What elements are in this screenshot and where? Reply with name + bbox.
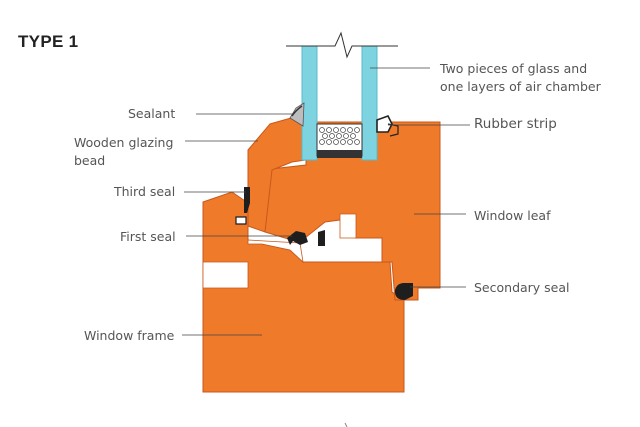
label-first-seal: First seal — [120, 229, 176, 244]
glazing-bead-shape — [247, 115, 307, 233]
first-seal-clip — [318, 230, 325, 246]
diagram-title: TYPE 1 — [18, 32, 79, 51]
secondary-seal — [395, 283, 413, 300]
frame-notch — [202, 261, 249, 289]
label-glass-line1: Two pieces of glass and — [440, 61, 588, 76]
label-glazing-bead-line1: Wooden glazing — [74, 135, 174, 150]
bottom-mark — [344, 422, 348, 427]
third-seal-small — [235, 216, 247, 225]
leaf-step — [339, 213, 357, 239]
label-glazing-bead-line2: bead — [74, 153, 106, 168]
first-seal — [287, 231, 308, 245]
label-sealant: Sealant — [128, 106, 176, 121]
third-seal — [244, 187, 250, 213]
glass-break-line — [286, 31, 398, 59]
rubber-strip — [376, 115, 393, 133]
leader-lines — [182, 67, 470, 336]
glass-pane-right — [361, 45, 378, 161]
label-third-seal: Third seal — [114, 184, 176, 199]
desiccant-pattern — [319, 127, 360, 145]
label-window-frame: Window frame — [84, 328, 175, 343]
sealant-bead-outline — [291, 105, 303, 117]
label-window-leaf: Window leaf — [474, 208, 551, 223]
label-secondary-seal: Secondary seal — [474, 280, 570, 295]
sealant-bead — [289, 102, 305, 127]
label-glass-line2: one layers of air chamber — [440, 79, 601, 94]
spacer-seal-bottom — [317, 150, 362, 158]
label-rubber-strip: Rubber strip — [474, 116, 557, 132]
